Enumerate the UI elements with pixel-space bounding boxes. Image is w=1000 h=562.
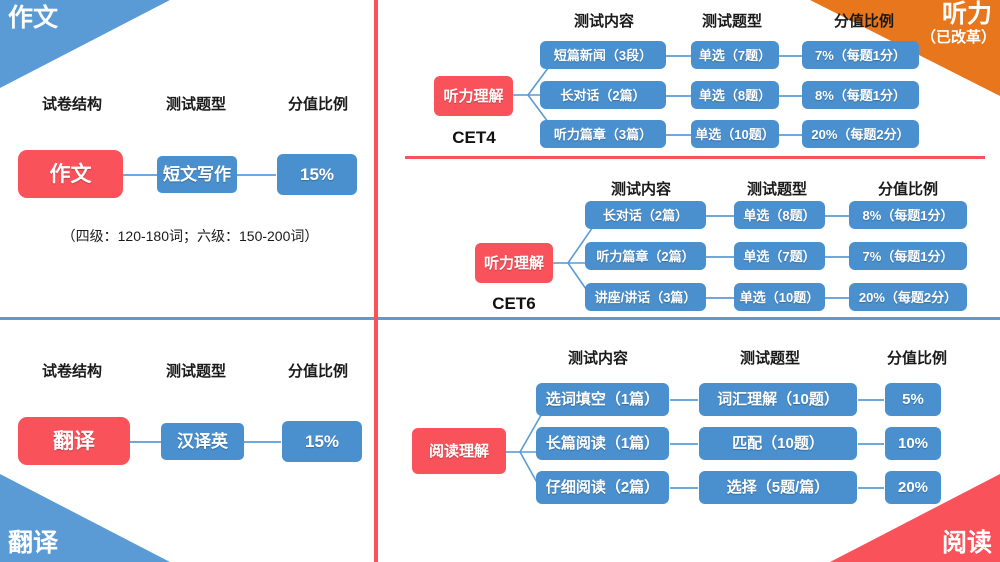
cet4-connector-type-score-3 bbox=[776, 134, 802, 136]
corner-banner-label: 翻译 bbox=[8, 529, 59, 557]
cet6-content-box-1[interactable]: 长对话（2篇） bbox=[585, 201, 706, 229]
cet4-header-content: 测试内容 bbox=[573, 13, 635, 30]
cet4-type-box-2[interactable]: 单选（8题） bbox=[691, 81, 779, 109]
corner-banner-label: 听力 bbox=[941, 0, 992, 28]
translation-header-type: 测试题型 bbox=[165, 363, 227, 380]
corner-banner-translation: 翻译 bbox=[0, 474, 170, 562]
cet4-connector-content-type-2 bbox=[666, 95, 694, 97]
cet6-connector-content-type-2 bbox=[706, 256, 734, 258]
reading-connector-type-score-2 bbox=[858, 443, 884, 445]
cet4-content-box-1[interactable]: 短篇新闻（3段） bbox=[540, 41, 666, 69]
cet6-content-box-3[interactable]: 讲座/讲话（3篇） bbox=[585, 283, 706, 311]
translation-connector-type-score bbox=[243, 441, 281, 443]
cet4-score-box-2[interactable]: 8%（每题1分） bbox=[802, 81, 919, 109]
horizontal-divider-blue bbox=[0, 317, 1000, 320]
corner-banner-writing: 作文 bbox=[0, 0, 170, 88]
writing-type-box[interactable]: 短文写作 bbox=[157, 156, 237, 193]
cet4-header-score: 分值比例 bbox=[833, 13, 895, 30]
reading-header-score: 分值比例 bbox=[886, 350, 948, 367]
cet6-score-box-1[interactable]: 8%（每题1分） bbox=[849, 201, 967, 229]
reading-connector-type-score-1 bbox=[858, 399, 884, 401]
writing-note: （四级：120-180词；六级：150-200词） bbox=[61, 228, 319, 244]
cet4-group-label: CET4 bbox=[452, 128, 496, 147]
reading-content-box-2[interactable]: 长篇阅读（1篇） bbox=[536, 427, 669, 460]
cet4-connector-content-type-1 bbox=[666, 55, 694, 57]
writing-header-structure: 试卷结构 bbox=[41, 96, 103, 113]
reading-score-box-3[interactable]: 20% bbox=[885, 471, 941, 504]
reading-score-box-2[interactable]: 10% bbox=[885, 427, 941, 460]
cet4-type-box-3[interactable]: 单选（10题） bbox=[691, 120, 779, 148]
reading-content-box-1[interactable]: 选词填空（1篇） bbox=[536, 383, 669, 416]
cet4-score-box-3[interactable]: 20%（每题2分） bbox=[802, 120, 919, 148]
cet6-score-box-3[interactable]: 20%（每题2分） bbox=[849, 283, 967, 311]
reading-header-content: 测试内容 bbox=[567, 350, 629, 367]
cet6-content-box-2[interactable]: 听力篇章（2篇） bbox=[585, 242, 706, 270]
cet4-content-box-3[interactable]: 听力篇章（3篇） bbox=[540, 120, 666, 148]
cet6-header-content: 测试内容 bbox=[610, 181, 672, 198]
cet6-root-box[interactable]: 听力理解 bbox=[475, 243, 553, 283]
cet6-type-box-3[interactable]: 单选（10题） bbox=[734, 283, 825, 311]
writing-connector-type-score bbox=[236, 174, 276, 176]
translation-root-box[interactable]: 翻译 bbox=[18, 417, 130, 465]
cet6-connector-content-type-1 bbox=[706, 215, 734, 217]
cet4-connector-type-score-2 bbox=[776, 95, 802, 97]
translation-type-box[interactable]: 汉译英 bbox=[161, 423, 244, 460]
reading-score-box-1[interactable]: 5% bbox=[885, 383, 941, 416]
vertical-divider-red bbox=[374, 0, 378, 562]
cet6-connector-content-type-3 bbox=[706, 297, 734, 299]
reading-type-box-3[interactable]: 选择（5题/篇） bbox=[699, 471, 857, 504]
cet4-connector-content-type-3 bbox=[666, 134, 694, 136]
cet4-content-box-2[interactable]: 长对话（2篇） bbox=[540, 81, 666, 109]
horizontal-divider-red bbox=[405, 156, 985, 159]
translation-header-score: 分值比例 bbox=[287, 363, 349, 380]
cet6-header-type: 测试题型 bbox=[746, 181, 808, 198]
cet4-header-type: 测试题型 bbox=[701, 13, 763, 30]
cet4-type-box-1[interactable]: 单选（7题） bbox=[691, 41, 779, 69]
cet6-connector-type-score-1 bbox=[823, 215, 849, 217]
cet6-score-box-2[interactable]: 7%（每题1分） bbox=[849, 242, 967, 270]
cet4-root-box[interactable]: 听力理解 bbox=[434, 76, 513, 116]
translation-header-structure: 试卷结构 bbox=[41, 363, 103, 380]
writing-header-score: 分值比例 bbox=[287, 96, 349, 113]
reading-type-box-2[interactable]: 匹配（10题） bbox=[699, 427, 857, 460]
writing-connector-root-type bbox=[122, 174, 158, 176]
reading-connector-type-score-3 bbox=[858, 487, 884, 489]
cet4-connector-type-score-1 bbox=[776, 55, 802, 57]
translation-connector-root-type bbox=[128, 441, 162, 443]
cet6-type-box-2[interactable]: 单选（7题） bbox=[734, 242, 825, 270]
cet6-type-box-1[interactable]: 单选（8题） bbox=[734, 201, 825, 229]
reading-root-box[interactable]: 阅读理解 bbox=[412, 428, 506, 474]
corner-banner-sublabel: （已改革） bbox=[920, 29, 996, 46]
cet6-header-score: 分值比例 bbox=[877, 181, 939, 198]
reading-header-type: 测试题型 bbox=[739, 350, 801, 367]
reading-connector-content-type-1 bbox=[670, 399, 698, 401]
reading-connector-content-type-2 bbox=[670, 443, 698, 445]
reading-type-box-1[interactable]: 词汇理解（10题） bbox=[699, 383, 857, 416]
cet6-connector-type-score-3 bbox=[823, 297, 849, 299]
cet4-score-box-1[interactable]: 7%（每题1分） bbox=[802, 41, 919, 69]
cet6-connector-type-score-2 bbox=[823, 256, 849, 258]
corner-banner-label: 阅读 bbox=[941, 529, 992, 557]
writing-root-box[interactable]: 作文 bbox=[18, 150, 123, 198]
writing-header-type: 测试题型 bbox=[165, 96, 227, 113]
cet6-group-label: CET6 bbox=[492, 294, 536, 313]
corner-banner-label: 作文 bbox=[8, 4, 59, 32]
writing-score-box[interactable]: 15% bbox=[277, 154, 357, 195]
reading-connector-content-type-3 bbox=[670, 487, 698, 489]
translation-score-box[interactable]: 15% bbox=[282, 421, 362, 462]
reading-content-box-3[interactable]: 仔细阅读（2篇） bbox=[536, 471, 669, 504]
